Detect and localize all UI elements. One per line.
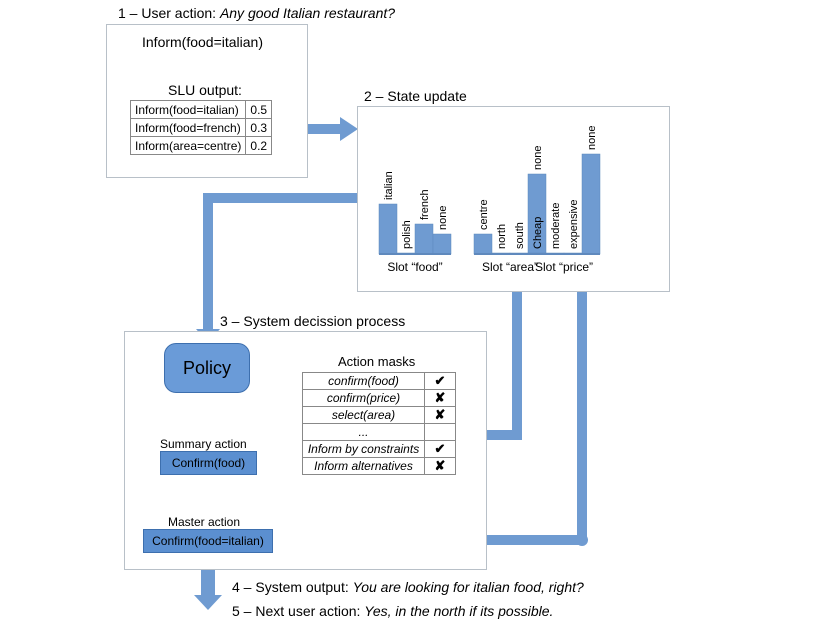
table-row: Inform(area=centre)0.2 (129, 136, 273, 155)
slot-value-label: italian (383, 171, 395, 200)
slot-value-label: centre (478, 199, 490, 230)
master-action-box: Confirm(food=italian) (143, 529, 273, 553)
slot-value-label: french (419, 189, 431, 220)
slu-act: Inform(area=centre) (129, 136, 247, 155)
slot-value-label: polish (401, 220, 413, 249)
table-row: Inform by constraints✔ (302, 440, 456, 458)
mask-mark: ✔ (424, 440, 456, 458)
slot-value-label: none (586, 126, 598, 150)
mask-action: confirm(price) (302, 389, 425, 407)
step1-heading: 1 – User action: Any good Italian restau… (118, 5, 395, 21)
table-row: confirm(price)✘ (302, 389, 456, 407)
slot-bar (432, 233, 452, 255)
arrow-state-to-policy-v (203, 193, 213, 331)
arrow-area-to-masks-h (470, 430, 522, 440)
mask-action: confirm(food) (302, 372, 425, 390)
step5-heading: 5 – Next user action: Yes, in the north … (232, 603, 553, 619)
arrow-price-to-master-v (577, 290, 587, 540)
mask-action: Inform by constraints (302, 440, 425, 458)
slu-table: Inform(food=italian)0.5 Inform(food=fren… (129, 100, 273, 155)
slot-name: Slot “price” (535, 260, 593, 274)
table-row: confirm(food)✔ (302, 372, 456, 390)
inform-label: Inform(food=italian) (142, 34, 264, 50)
mask-mark: ✘ (424, 389, 456, 407)
arrow-slu-to-state (290, 124, 342, 134)
step5-utterance: Yes, in the north if its possible. (364, 603, 554, 619)
arrowhead-slu-to-state (340, 117, 358, 141)
slot-name: Slot “food” (387, 260, 442, 274)
mask-mark: ✘ (424, 457, 456, 475)
step1-utterance: Any good Italian restaurant? (219, 5, 396, 21)
slu-act: Inform(food=italian) (129, 100, 247, 119)
table-row: select(area)✘ (302, 406, 456, 424)
slot-bar (473, 233, 493, 255)
state-box (357, 106, 670, 292)
mask-mark: ✘ (424, 406, 456, 424)
mask-action: ... (302, 423, 425, 441)
slu-title: SLU output: (168, 82, 242, 98)
step2-title: 2 – State update (364, 88, 467, 104)
slu-act: Inform(food=french) (129, 118, 247, 137)
summary-action-box: Confirm(food) (160, 451, 257, 475)
masks-title: Action masks (338, 354, 416, 369)
slot-value-label: Cheap (532, 217, 544, 249)
slot-value-label: moderate (550, 203, 562, 249)
step4-title: 4 – System output: (232, 579, 353, 595)
arrowhead-master-to-output (194, 595, 222, 610)
mask-action: Inform alternatives (302, 457, 425, 475)
slot-value-label: south (514, 222, 526, 249)
slot-name: Slot “area” (482, 260, 538, 274)
slot-value-label: none (532, 146, 544, 170)
slot-bar (414, 223, 434, 255)
policy-node: Policy (164, 343, 250, 393)
step4-utterance: You are looking for italian food, right? (352, 579, 584, 595)
master-title: Master action (168, 515, 241, 529)
slot-value-label: expensive (568, 199, 580, 249)
mask-mark (424, 423, 456, 441)
slot-value-label: none (437, 206, 449, 230)
table-row: Inform(food=italian)0.5 (129, 100, 273, 119)
arrow-state-to-policy-h (203, 193, 358, 203)
masks-table: confirm(food)✔ confirm(price)✘ select(ar… (302, 372, 456, 475)
slot-bar (581, 153, 601, 255)
step1-title: 1 – User action: (118, 5, 220, 21)
summary-title: Summary action (160, 437, 247, 451)
table-row: Inform(food=french)0.3 (129, 118, 273, 137)
step5-title: 5 – Next user action: (232, 603, 365, 619)
mask-mark: ✔ (424, 372, 456, 390)
mask-action: select(area) (302, 406, 425, 424)
slot-bar (378, 203, 398, 255)
slu-prob: 0.3 (245, 118, 273, 137)
arrow-area-to-masks-v (512, 290, 522, 438)
slu-prob: 0.2 (245, 136, 273, 155)
slot-value-label: north (496, 224, 508, 249)
slu-prob: 0.5 (245, 100, 273, 119)
table-row: Inform alternatives✘ (302, 457, 456, 475)
step3-title: 3 – System decission process (220, 313, 406, 329)
step4-heading: 4 – System output: You are looking for i… (232, 579, 584, 595)
table-row: ... (302, 423, 456, 441)
